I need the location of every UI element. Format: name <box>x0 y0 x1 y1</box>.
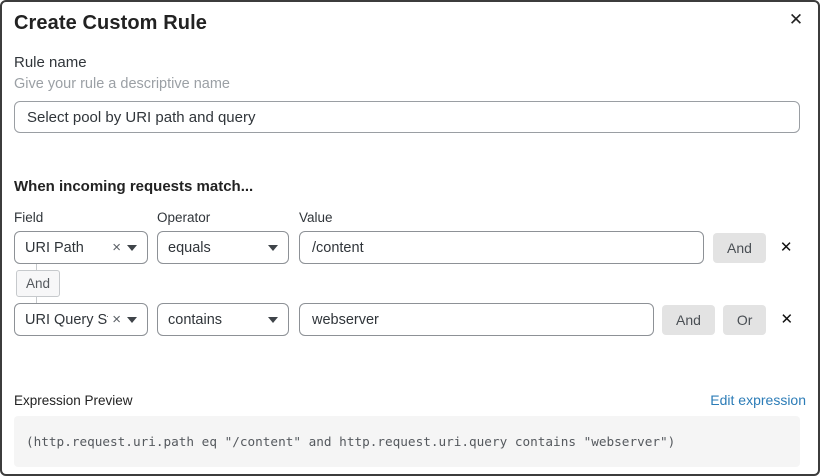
remove-condition-icon[interactable]: ✕ <box>779 238 793 256</box>
close-icon[interactable]: ✕ <box>784 8 808 32</box>
chevron-down-icon <box>268 316 278 323</box>
chevron-down-icon <box>127 244 137 251</box>
condition-column-labels: Field Operator Value <box>14 210 806 225</box>
clear-selection-icon[interactable]: × <box>112 239 121 256</box>
condition-row: URI Query St... × contains And Or ✕ <box>14 303 806 336</box>
chevron-down-icon <box>127 316 137 323</box>
operator-column-label: Operator <box>157 210 211 225</box>
dialog-title: Create Custom Rule <box>14 12 207 34</box>
expression-preview-label: Expression Preview <box>14 393 133 408</box>
add-and-condition-button[interactable]: And <box>713 232 766 263</box>
operator-select-value: contains <box>168 311 223 328</box>
connector-line <box>36 264 37 270</box>
rule-name-hint: Give your rule a descriptive name <box>14 76 230 92</box>
add-and-condition-button[interactable]: And <box>662 304 715 335</box>
and-connector-badge: And <box>16 270 61 297</box>
condition-value-input[interactable] <box>299 231 704 264</box>
clear-selection-icon[interactable]: × <box>112 311 121 328</box>
expression-preview-header: Expression Preview Edit expression <box>14 392 806 408</box>
rule-name-label: Rule name <box>14 54 87 71</box>
value-column-label: Value <box>299 210 333 225</box>
match-heading: When incoming requests match... <box>14 178 254 195</box>
condition-connector: And <box>14 264 806 303</box>
rule-name-input[interactable] <box>14 101 800 133</box>
field-select[interactable]: URI Path × <box>14 231 148 264</box>
condition-row: URI Path × equals And ✕ <box>14 231 806 264</box>
chevron-down-icon <box>268 244 278 251</box>
edit-expression-link[interactable]: Edit expression <box>710 392 806 408</box>
operator-select[interactable]: contains <box>157 303 289 336</box>
field-select[interactable]: URI Query St... × <box>14 303 148 336</box>
condition-value-input[interactable] <box>299 303 654 336</box>
operator-select[interactable]: equals <box>157 231 289 264</box>
expression-code-preview: (http.request.uri.path eq "/content" and… <box>14 416 800 467</box>
remove-condition-icon[interactable]: ✕ <box>780 310 794 328</box>
field-select-value: URI Path <box>25 239 84 256</box>
operator-select-value: equals <box>168 239 211 256</box>
field-select-value: URI Query St... <box>25 311 108 328</box>
add-or-condition-button[interactable]: Or <box>722 304 767 335</box>
field-column-label: Field <box>14 210 44 225</box>
connector-line <box>36 297 37 303</box>
